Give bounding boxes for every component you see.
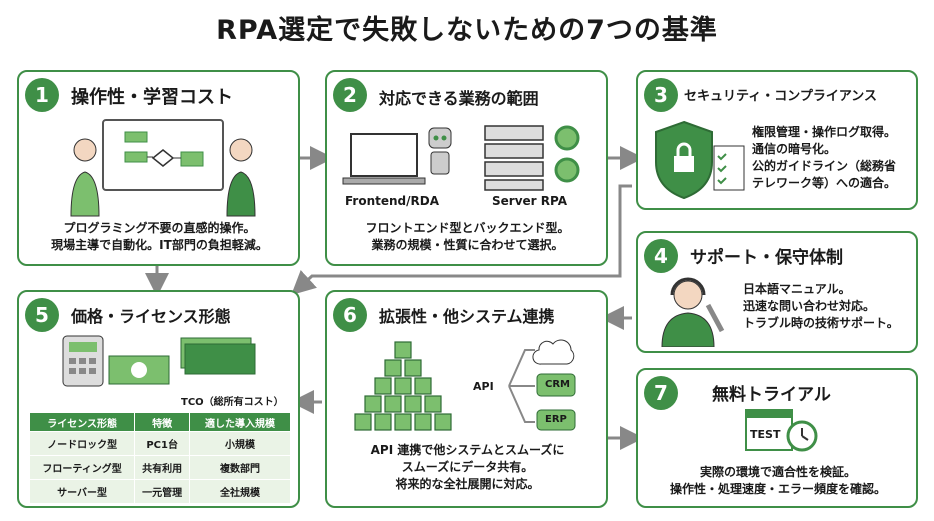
card-5: 5 価格・ライセンス形態 TCO（総所有コスト） ライセンス形態 特徴 適した導… bbox=[17, 290, 300, 508]
card-1: 1 操作性・学習コスト プログラミング不要の直感的操作。 現場主導で自動化。IT… bbox=[17, 70, 300, 266]
cubes-integration-illustration bbox=[354, 339, 576, 431]
card-number: 5 bbox=[25, 298, 59, 332]
laptop-robot-illustration bbox=[342, 127, 452, 185]
card-2: 2 対応できる業務の範囲 Frontend/RDA Server RPA フロン… bbox=[325, 70, 608, 266]
table-row: サーバー型一元管理全社規模 bbox=[28, 479, 291, 504]
card-7: 7 無料トライアル TEST 実際の環境で適合性を検証。 操作性・処理速度・エラ… bbox=[636, 368, 918, 508]
card-number: 2 bbox=[333, 78, 367, 112]
card-4: 4 サポート・保守体制 日本語マニュアル。 迅速な問い合わせ対応。 トラブル時の… bbox=[636, 231, 918, 353]
calculator-money-illustration bbox=[62, 335, 256, 387]
card-number: 3 bbox=[644, 78, 678, 112]
card-description: API 連携で他システムとスムーズに スムーズにデータ共有。 将来的な全社展開に… bbox=[370, 443, 565, 491]
card-title: サポート・保守体制 bbox=[690, 248, 843, 268]
test-label: TEST bbox=[750, 428, 781, 441]
card-title: 対応できる業務の範囲 bbox=[379, 89, 539, 108]
card-title: 拡張性・他システム連携 bbox=[379, 307, 555, 326]
card-description: フロントエンド型とバックエンド型。 業務の規模・性質に合わせて選択。 bbox=[365, 221, 570, 252]
card-title: セキュリティ・コンプライアンス bbox=[684, 89, 878, 104]
card-description: 日本語マニュアル。 迅速な問い合わせ対応。 トラブル時の技術サポート。 bbox=[743, 282, 899, 330]
arrow-3-5 bbox=[291, 184, 632, 296]
support-agent-icon bbox=[661, 277, 725, 347]
card-title: 無料トライアル bbox=[712, 385, 831, 405]
card-number: 1 bbox=[25, 78, 59, 112]
card-number: 4 bbox=[644, 239, 678, 273]
card-6: 6 拡張性・他システム連携 API CRM ERP API 連携で他システムとス… bbox=[325, 290, 608, 508]
card-number: 6 bbox=[333, 298, 367, 332]
users-whiteboard-illustration bbox=[70, 119, 256, 217]
api-label: API bbox=[473, 380, 494, 393]
card-description: 権限管理・操作ログ取得。 通信の暗号化。 公的ガイドライン（総務省 テレワーク等… bbox=[752, 125, 897, 190]
crm-label: CRM bbox=[545, 379, 570, 390]
card-title: 価格・ライセンス形態 bbox=[71, 307, 231, 326]
card-description: 実際の環境で適合性を検証。 操作性・処理速度・エラー頻度を確認。 bbox=[669, 465, 886, 496]
test-stopwatch-icon bbox=[745, 409, 818, 452]
server-label: Server RPA bbox=[492, 194, 567, 208]
table-row: フローティング型共有利用複数部門 bbox=[28, 455, 291, 480]
tco-label: TCO（総所有コスト） bbox=[181, 397, 284, 408]
page-title: RPA選定で失敗しないための7つの基準 bbox=[216, 15, 718, 46]
card-title: 操作性・学習コスト bbox=[71, 87, 233, 108]
shield-lock-icon bbox=[655, 120, 745, 200]
card-description: プログラミング不要の直感的操作。 現場主導で自動化。IT部門の負担軽減。 bbox=[51, 221, 268, 252]
server-gears-illustration bbox=[484, 125, 580, 191]
card-number: 7 bbox=[644, 376, 678, 410]
card-3: 3 セキュリティ・コンプライアンス 権限管理・操作ログ取得。 通信の暗号化。 公… bbox=[636, 70, 918, 210]
erp-label: ERP bbox=[545, 414, 567, 425]
frontend-label: Frontend/RDA bbox=[345, 194, 440, 208]
